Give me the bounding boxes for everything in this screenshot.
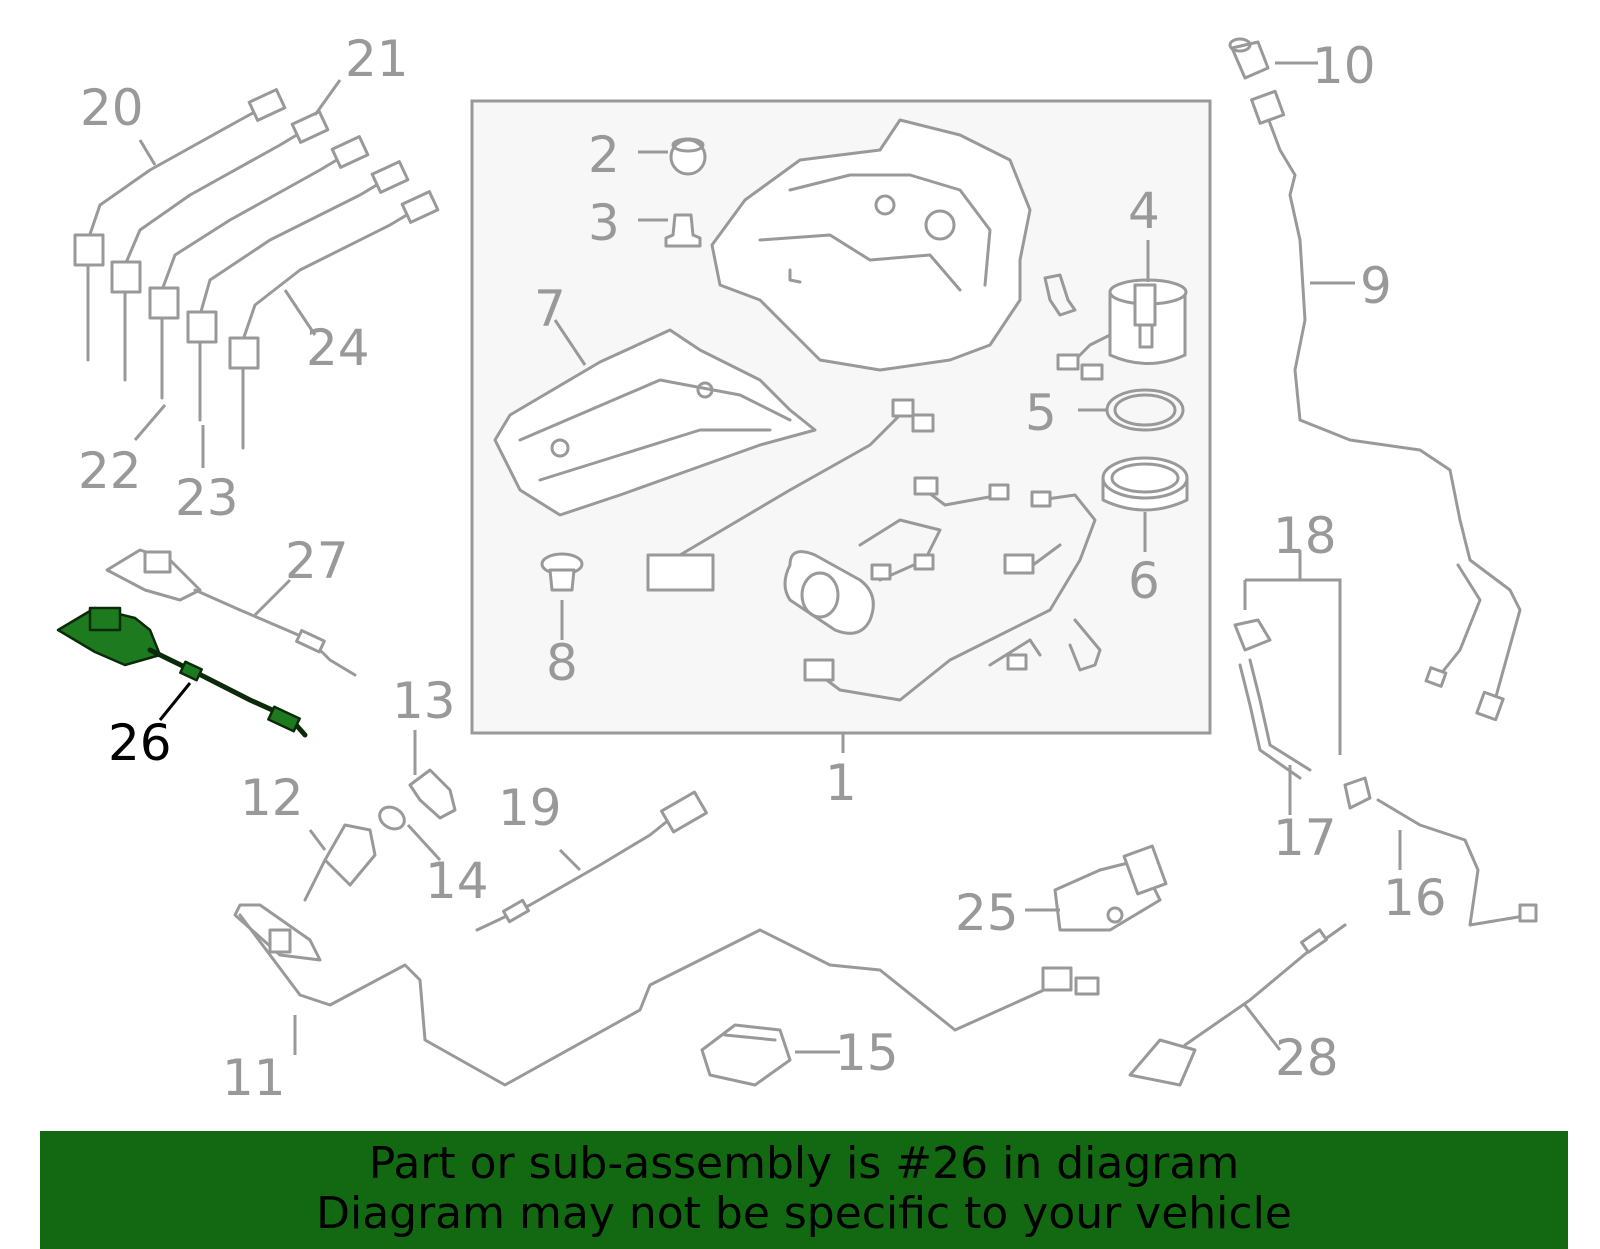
- pump-clip: [1043, 273, 1077, 317]
- callout-6: 6: [1128, 552, 1160, 610]
- callout-23: 23: [175, 469, 239, 527]
- callout-15: 15: [835, 1024, 899, 1082]
- callout-26: 26: [108, 714, 172, 772]
- part-15-module: [700, 1023, 792, 1087]
- callout-8: 8: [546, 634, 578, 692]
- part-7-heat-shield: [493, 328, 817, 517]
- callout-11: 11: [222, 1049, 286, 1107]
- fuel-tank: [710, 118, 1032, 372]
- leader-lines: [133, 61, 1402, 1055]
- part-10-filler-cap: [1228, 37, 1270, 80]
- part-25-pressure-sensor: [1053, 844, 1168, 932]
- callout-18: 18: [1273, 507, 1337, 565]
- callout-19: 19: [498, 779, 562, 837]
- callout-27: 27: [285, 532, 349, 590]
- part-19-sensor: [475, 790, 708, 932]
- part-2-cap: [669, 137, 707, 176]
- callout-25: 25: [955, 884, 1019, 942]
- part-27-sensor: [105, 548, 357, 677]
- parts-16-18-hoses: [1233, 618, 1538, 927]
- info-banner: Part or sub-assembly is #26 in diagram D…: [40, 1131, 1568, 1249]
- part-14-o-ring: [378, 805, 406, 831]
- tank-valve: [783, 550, 875, 635]
- part-6-lock-ring: [1101, 456, 1189, 512]
- callout-20: 20: [80, 79, 144, 137]
- parts-diagram: 1 2 3 4 5 6 7 8 9 10 11 12 13 14 15 16 1…: [56, 30, 1538, 1107]
- callout-22: 22: [78, 442, 142, 500]
- callout-12: 12: [240, 769, 304, 827]
- part-11-fuel-line: [233, 903, 1100, 1087]
- callout-13: 13: [392, 672, 456, 730]
- callout-24: 24: [306, 319, 370, 377]
- callout-28: 28: [1275, 1029, 1339, 1087]
- callout-labels: 1 2 3 4 5 6 7 8 9 10 11 12 13 14 15 16 1…: [78, 30, 1447, 1107]
- callout-17: 17: [1273, 809, 1337, 867]
- part-28-sensor: [1128, 923, 1347, 1087]
- part-26-nox-sensor-highlighted: [56, 606, 308, 738]
- parts-20-24-exhaust-temp-sensors: [73, 88, 440, 450]
- callout-1: 1: [825, 754, 857, 812]
- callout-9: 9: [1360, 257, 1392, 315]
- part-12-sensor: [303, 823, 377, 902]
- tank-wiring-harness: [646, 398, 1102, 702]
- callout-7: 7: [534, 280, 566, 338]
- banner-line-1: Part or sub-assembly is #26 in diagram: [368, 1138, 1240, 1189]
- callout-3: 3: [588, 194, 620, 252]
- banner-line-2: Diagram may not be specific to your vehi…: [316, 1188, 1292, 1239]
- callout-5: 5: [1025, 384, 1057, 442]
- callout-4: 4: [1128, 182, 1160, 240]
- part-13-bracket: [408, 768, 457, 820]
- callout-2: 2: [588, 126, 620, 184]
- callout-10: 10: [1312, 37, 1376, 95]
- part-9-filler-pipe: [1250, 89, 1522, 722]
- callout-21: 21: [345, 30, 409, 88]
- callout-14: 14: [425, 852, 489, 910]
- part-3-grommet: [664, 213, 702, 248]
- callout-16: 16: [1383, 869, 1447, 927]
- part-8-grommet: [540, 552, 584, 592]
